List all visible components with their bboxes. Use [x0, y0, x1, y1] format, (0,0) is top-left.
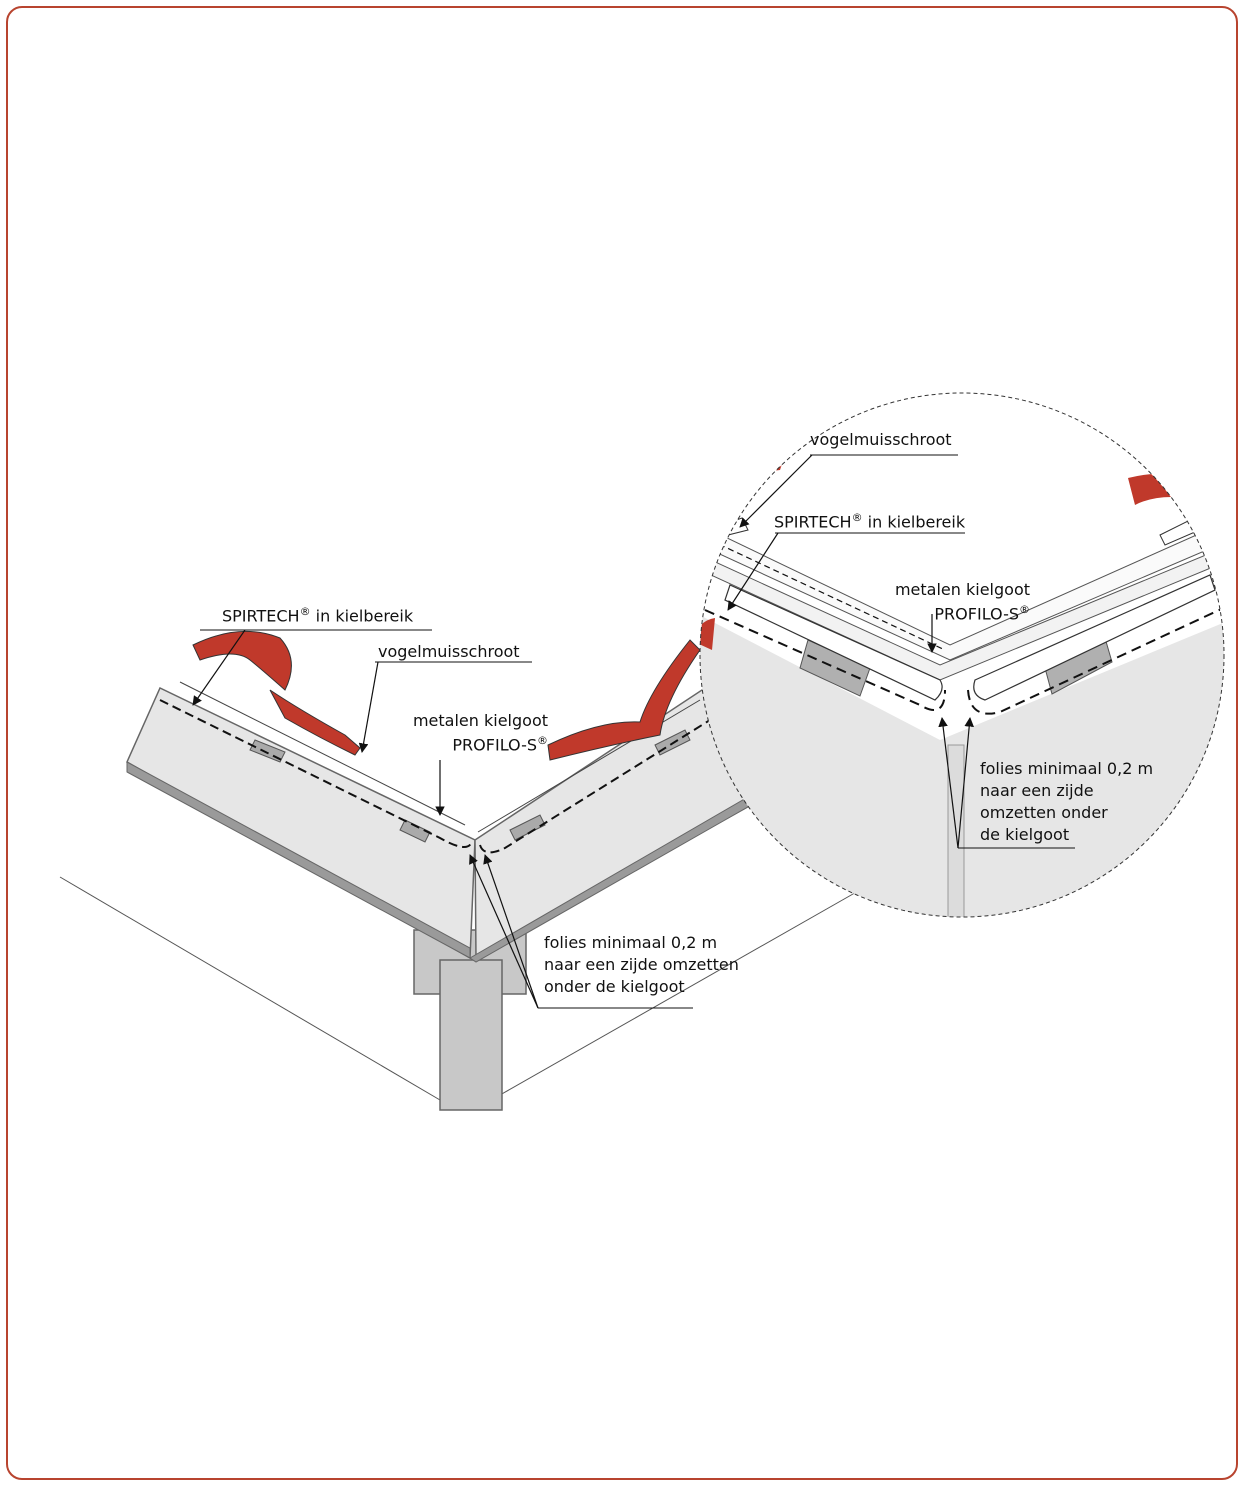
- red-membrane-detail-mid: [700, 618, 715, 650]
- main-drawing: [59, 629, 861, 1111]
- valley-rafter: [439, 959, 503, 1111]
- detail-circle: [699, 392, 1225, 918]
- label-folies: folies minimaal 0,2 m naar een zijde omz…: [544, 933, 739, 996]
- red-membrane-left: [192, 630, 292, 691]
- label-spirtech: SPIRTECH® in kielbereik: [222, 605, 414, 626]
- label-vogelmuisschroot: vogelmuisschroot: [378, 642, 520, 661]
- label-detail-kielgoot: metalen kielgoot PROFILO-S®: [894, 580, 1030, 624]
- batten: [399, 819, 431, 843]
- membrane-line-right: [479, 719, 711, 854]
- label-kielgoot: metalen kielgoot PROFILO-S®: [412, 711, 548, 755]
- tile-underlay-left: [179, 681, 466, 826]
- label-detail-spirtech: SPIRTECH® in kielbereik: [774, 511, 966, 532]
- membrane-line-left: [159, 699, 473, 848]
- page-frame: [6, 6, 1238, 1480]
- red-membrane-left-flap: [269, 689, 361, 756]
- label-detail-vogelmuisschroot: vogelmuisschroot: [810, 430, 952, 449]
- batten: [509, 814, 546, 841]
- label-detail-folies: folies minimaal 0,2 m naar een zijde omz…: [980, 759, 1154, 844]
